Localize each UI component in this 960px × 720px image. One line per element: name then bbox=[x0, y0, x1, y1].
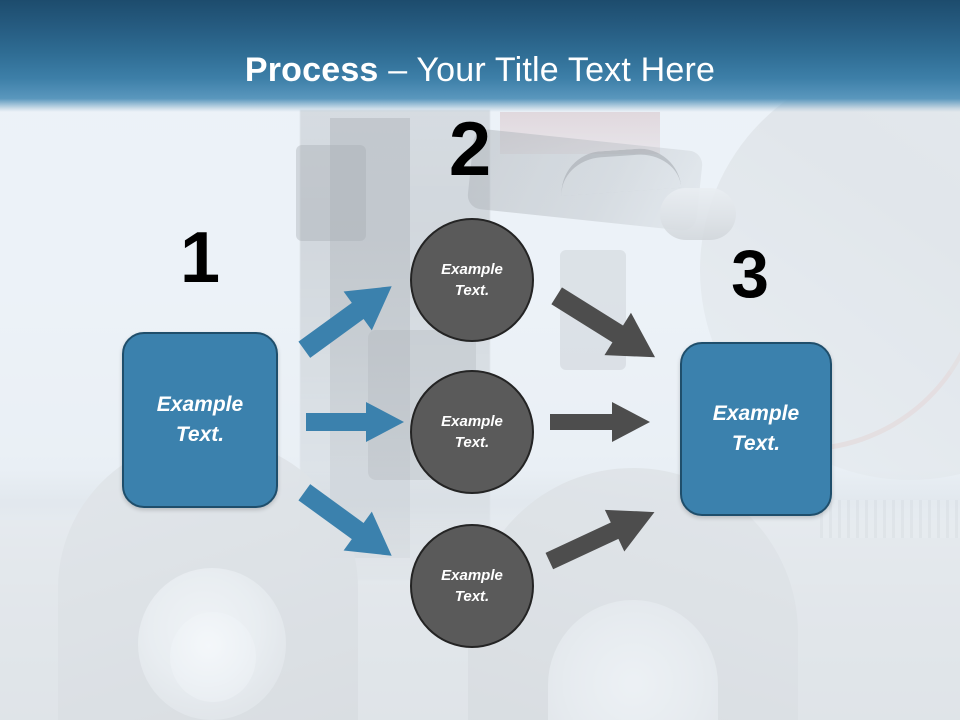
arrow-input-to-circle-middle bbox=[306, 402, 404, 442]
process-circle-top-label: Example Text. bbox=[441, 261, 503, 299]
page-title-light: Your Title Text Here bbox=[416, 51, 716, 89]
process-circle-middle[interactable]: Example Text. bbox=[410, 370, 534, 494]
title-band bbox=[0, 0, 960, 112]
arrow-circle-top-to-output bbox=[551, 287, 656, 358]
process-circle-bottom[interactable]: Example Text. bbox=[410, 524, 534, 648]
arrow-input-to-circle-top bbox=[298, 286, 392, 358]
input-box[interactable]: Example Text. bbox=[122, 332, 278, 508]
arrow-circle-bottom-to-output bbox=[545, 509, 655, 570]
input-box-label: Example Text. bbox=[156, 393, 244, 446]
arrow-input-to-circle-bottom bbox=[298, 484, 392, 556]
page-title-strong: Process bbox=[244, 51, 379, 89]
output-box[interactable]: Example Text. bbox=[680, 342, 832, 516]
step-number-2: 2 bbox=[448, 107, 492, 192]
step-number-3: 3 bbox=[731, 236, 769, 312]
process-circle-bottom-label: Example Text. bbox=[441, 567, 503, 605]
output-box-label: Example Text. bbox=[712, 402, 800, 455]
process-circle-middle-label: Example Text. bbox=[441, 413, 503, 451]
page-title-separator: – bbox=[378, 51, 417, 89]
step-number-1: 1 bbox=[179, 218, 221, 298]
process-circle-top[interactable]: Example Text. bbox=[410, 218, 534, 342]
arrow-circle-middle-to-output bbox=[550, 402, 650, 442]
page-title: Process – Your Title Text Here bbox=[0, 50, 960, 90]
